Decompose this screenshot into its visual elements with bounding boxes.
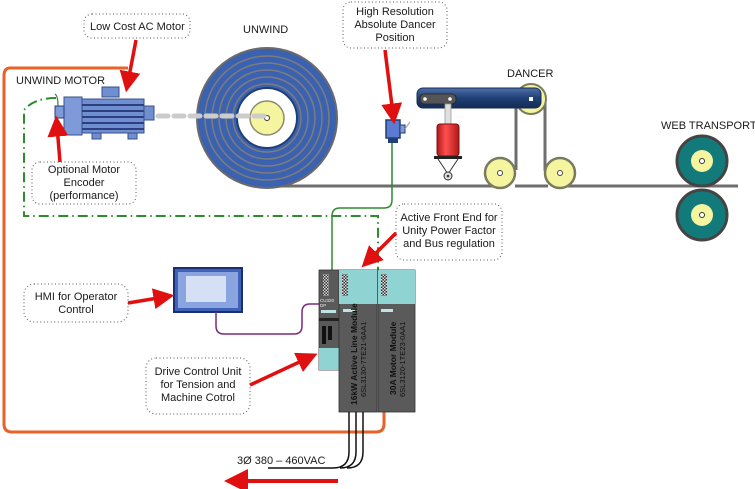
svg-text:for Tension and: for Tension and xyxy=(160,379,235,391)
arrow-to-active-line-module xyxy=(361,231,398,268)
web-transport-roller-bottom xyxy=(675,188,729,242)
arrow-to-motor-encoder xyxy=(47,115,69,163)
arrow-to-dancer-sensor xyxy=(381,49,403,125)
callout-dancer-position: High Resolution Absolute Dancer Position xyxy=(342,1,448,49)
svg-text:Control: Control xyxy=(58,304,93,316)
web-transport-roller-top xyxy=(675,134,729,188)
dancer-assembly xyxy=(416,83,547,181)
hmi-panel-icon xyxy=(173,267,243,313)
svg-text:Absolute Dancer: Absolute Dancer xyxy=(354,19,436,31)
motor-module-part-number: 6SL3120-1TE23-0AA1 xyxy=(398,322,407,397)
svg-text:Optional Motor: Optional Motor xyxy=(48,164,120,176)
encoder-feedback-cable xyxy=(23,97,379,270)
dancer-position-sensor-icon xyxy=(385,119,411,143)
svg-text:CU320: CU320 xyxy=(320,298,335,303)
idler-roller-left xyxy=(483,156,517,190)
callout-motor-encoder: Optional Motor Encoder (performance) xyxy=(31,161,137,205)
arrow-to-control-unit xyxy=(249,352,318,387)
svg-text:High Resolution: High Resolution xyxy=(356,6,434,18)
motor-encoder-icon xyxy=(54,93,65,119)
dancer-label: DANCER xyxy=(507,68,554,80)
unwind-label: UNWIND xyxy=(243,24,288,36)
unwind-roll xyxy=(196,47,338,189)
svg-text:DP: DP xyxy=(320,303,326,308)
svg-text:Encoder: Encoder xyxy=(64,177,105,189)
control-unit-cu320: CU320 DP xyxy=(318,269,340,371)
web-transport-label: WEB TRANSPORT xyxy=(661,120,755,132)
motor-power-cable xyxy=(2,66,386,434)
callout-active-front-end: Active Front End for Unity Power Factor … xyxy=(395,203,503,261)
svg-text:Machine Cotrol: Machine Cotrol xyxy=(161,392,235,404)
callout-hmi: HMI for Operator Control xyxy=(23,283,129,323)
arrow-to-ac-motor xyxy=(119,39,141,93)
svg-text:Unity Power Factor: Unity Power Factor xyxy=(402,225,496,237)
svg-text:and Bus regulation: and Bus regulation xyxy=(403,238,495,250)
callout-ac-motor: Low Cost AC Motor xyxy=(83,13,191,39)
svg-text:(performance): (performance) xyxy=(49,190,118,202)
svg-text:Active Front End for: Active Front End for xyxy=(400,212,498,224)
svg-text:Position: Position xyxy=(375,32,414,44)
dancer-sensor-cable xyxy=(331,143,393,270)
unwind-motor-label: UNWIND MOTOR xyxy=(16,75,105,87)
active-line-module-label: 16kW Active Line Module xyxy=(349,303,359,405)
svg-text:Low Cost AC Motor: Low Cost AC Motor xyxy=(90,21,185,33)
supply-voltage-label: 3Ø 380 – 460VAC xyxy=(237,455,326,467)
arrow-to-hmi xyxy=(127,288,175,310)
svg-text:Drive Control Unit: Drive Control Unit xyxy=(155,366,242,378)
active-line-module-part-number: 6SL3130-7TE21-6AA1 xyxy=(359,322,368,397)
hmi-cable xyxy=(215,303,320,335)
svg-text:HMI for Operator: HMI for Operator xyxy=(35,291,118,303)
callout-drive-control-unit: Drive Control Unit for Tension and Machi… xyxy=(145,357,251,415)
active-line-module: 16kW Active Line Module 6SL3130-7TE21-6A… xyxy=(338,269,378,413)
motor-module: 30A Motor Module 6SL3120-1TE23-0AA1 xyxy=(377,269,416,413)
motor-module-label: 30A Motor Module xyxy=(388,321,398,395)
idler-roller-right xyxy=(543,156,577,190)
three-phase-supply-cable xyxy=(268,412,364,469)
ac-motor-icon xyxy=(63,86,155,140)
